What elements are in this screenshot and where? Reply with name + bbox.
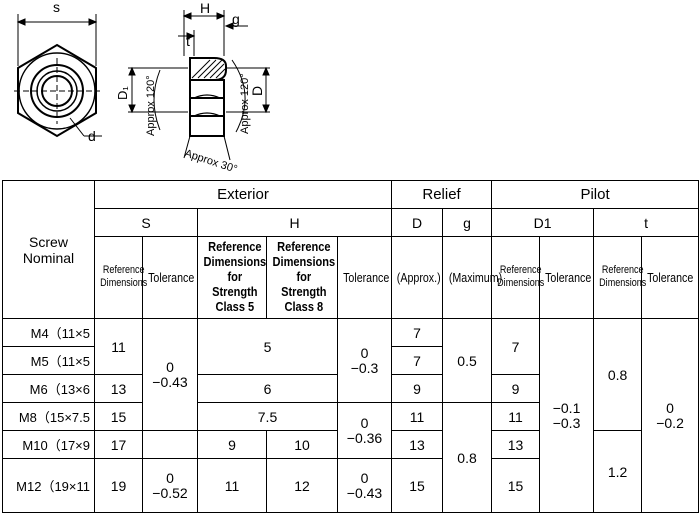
s-m12: 19 <box>94 458 143 513</box>
s-m8: 15 <box>94 402 143 431</box>
t-1: 0.8 <box>593 318 643 431</box>
subheader-h-tol: Tolerance <box>336 236 393 319</box>
h8-m12: 12 <box>266 458 338 513</box>
label-angle-bottom: Approx 30° <box>183 147 239 175</box>
table-row: M12（19×11 19 0 −0.52 11 12 0 −0.43 15 15 <box>2 458 699 513</box>
header-D: D <box>391 208 444 237</box>
dim-s <box>16 14 98 66</box>
s-m4-m5: 11 <box>94 318 143 375</box>
label-H: H <box>200 0 210 16</box>
dim-d <box>69 117 102 137</box>
spec-table: Screw Nominal Exterior Relief Pilot S H … <box>2 180 700 513</box>
s-m6: 13 <box>94 374 143 403</box>
nominal-m12: M12（19×11 <box>2 458 95 513</box>
d-m5: 7 <box>391 346 444 375</box>
label-D: D <box>249 86 265 96</box>
label-angle-left: Approx 120° <box>145 75 157 136</box>
subheader-d-approx: (Approx.) <box>391 236 444 319</box>
subheader-s-tol: Tolerance <box>142 236 198 319</box>
header-t: t <box>593 208 700 237</box>
s-tol-2: 0 −0.52 <box>142 458 198 513</box>
g-1: 0.5 <box>442 318 493 403</box>
subheader-h-class5: Reference Dimensions for Strength Class … <box>197 236 267 319</box>
h-m8: 7.5 <box>197 402 338 431</box>
h5-m12: 11 <box>197 458 267 513</box>
header-relief: Relief <box>391 180 493 209</box>
d-m4: 7 <box>391 318 444 347</box>
h5-m10: 9 <box>197 430 267 459</box>
h-m6: 6 <box>197 374 338 403</box>
nominal-m6: M6（13×6 <box>2 374 95 403</box>
g-2: 0.8 <box>442 402 493 513</box>
d1-m8: 11 <box>491 402 541 431</box>
subheader-g-max: (Maximum) <box>442 236 502 319</box>
subheader-t-ref: Reference Dimensions <box>593 236 646 319</box>
d-m12: 15 <box>391 458 444 513</box>
dim-H <box>178 10 248 56</box>
s-tol-1-tail <box>142 430 198 459</box>
nominal-m10: M10（17×9 <box>2 430 95 459</box>
table-row: M6（13×6 13 6 9 9 <box>2 374 699 403</box>
nut-side-view <box>189 57 227 137</box>
s-tol-1: 0 −0.43 <box>142 318 198 431</box>
t-tol: 0 −0.2 <box>641 318 700 513</box>
d1-m4-m5: 7 <box>491 318 541 375</box>
label-s: s <box>53 0 60 15</box>
nut-drawing: s d H g t <box>14 0 270 176</box>
header-exterior: Exterior <box>93 180 393 209</box>
dim-D <box>226 59 270 133</box>
d-m10: 13 <box>391 430 444 459</box>
nominal-m8: M8（15×7.5 <box>2 402 95 431</box>
subheader-d1-tol: Tolerance <box>539 236 595 319</box>
table-row: M8（15×7.5 15 7.5 0 −0.36 11 0.8 11 <box>2 402 699 513</box>
hex-front-view <box>14 43 100 138</box>
label-d: d <box>88 128 96 144</box>
d1-tol: −0.1 −0.3 <box>539 318 595 513</box>
subheader-d1-ref: Reference Dimensions <box>491 236 544 319</box>
h-tol-3: 0 −0.43 <box>336 458 393 513</box>
dim-D1 <box>128 66 188 131</box>
d1-m6: 9 <box>491 374 541 403</box>
subheader-s-ref: Reference Dimensions <box>94 236 147 319</box>
header-g: g <box>442 208 493 237</box>
header-pilot: Pilot <box>491 180 700 209</box>
s-m10: 17 <box>94 430 143 459</box>
label-t: t <box>186 33 190 49</box>
header-screw-nominal: Screw Nominal <box>2 180 95 319</box>
nominal-m4: M4（11×5 <box>2 318 95 347</box>
subheader-h-class8: Reference Dimensions for Strength Class … <box>266 236 338 319</box>
subheader-t-tol: Tolerance <box>641 236 700 319</box>
header-D1: D1 <box>491 208 595 237</box>
h8-m10: 10 <box>266 430 338 459</box>
h-tol-2: 0 −0.36 <box>336 402 393 459</box>
table-row: M5（11×5 7 <box>2 346 699 375</box>
label-g: g <box>232 11 240 27</box>
header-S: S <box>94 208 198 237</box>
d-m8: 11 <box>391 402 444 431</box>
dim-30 <box>183 135 231 161</box>
h-m4-m5: 5 <box>197 318 338 375</box>
d-m6: 9 <box>391 374 444 403</box>
label-D1: D₁ <box>115 86 130 100</box>
table-row: M4（11×5 11 0 −0.43 5 0 −0.3 7 0.5 7 −0.1… <box>2 318 700 513</box>
d1-m10: 13 <box>491 430 541 459</box>
header-H: H <box>196 208 393 237</box>
t-2: 1.2 <box>593 430 643 513</box>
nominal-m5: M5（11×5 <box>2 346 95 375</box>
label-angle-right: Approx 120° <box>239 73 251 134</box>
d1-m12: 15 <box>491 458 541 513</box>
h-tol-1: 0 −0.3 <box>336 318 393 403</box>
